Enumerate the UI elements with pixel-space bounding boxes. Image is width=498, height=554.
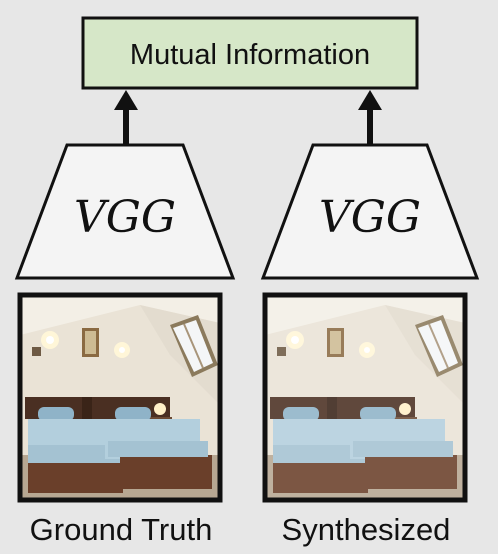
arrow-right-up: [358, 90, 382, 148]
synthesized-caption: Synthesized: [282, 512, 451, 547]
arrow-left-up: [114, 90, 138, 148]
vgg-label-right: VGG: [319, 192, 421, 243]
vgg-encoder-right: [260, 143, 480, 280]
ground-truth-image: [17, 292, 223, 503]
mutual-information-label: Mutual Information: [130, 39, 370, 71]
mutual-information-box: [81, 16, 419, 90]
vgg-label-left: VGG: [74, 192, 176, 243]
vgg-encoder-left: [14, 143, 236, 280]
ground-truth-caption: Ground Truth: [30, 512, 213, 547]
synthesized-image: [262, 292, 468, 503]
